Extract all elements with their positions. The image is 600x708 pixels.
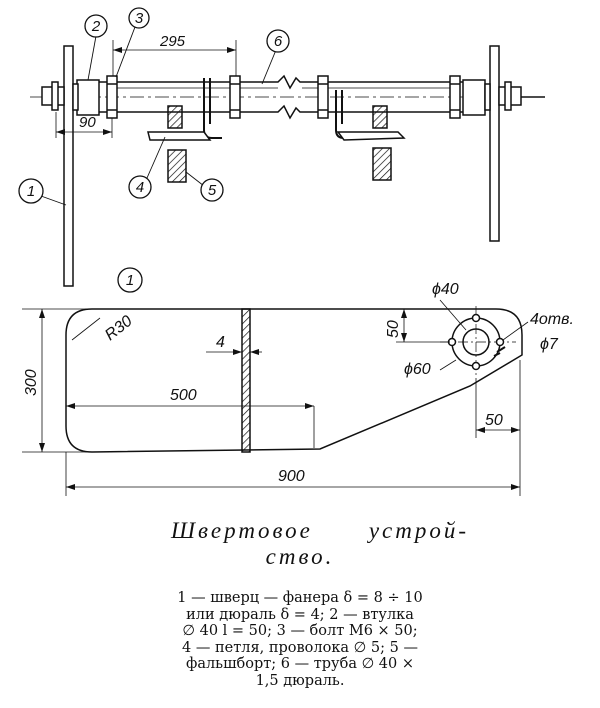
dim-900: 900 [278,468,305,485]
dim-50-horizontal: 50 [485,412,503,429]
legend-line: или дюраль δ = 4; 2 — втулка [186,606,414,623]
callout-1-top: 1 [27,183,35,200]
caption-legend: 1 — шверц — фанера δ = 8 ÷ 10 или дюраль… [0,590,600,689]
dim-r30: R30 [102,313,136,345]
gunwale-part-5 [167,105,183,129]
callout-4: 4 [136,179,144,196]
legend-line: 1 — шверц — фанера δ = 8 ÷ 10 [177,590,423,606]
top-assembly-view [30,26,548,287]
callouts [18,7,290,293]
callout-5: 5 [208,182,217,199]
dim-phi7: ϕ7 [540,336,559,353]
wire-loop-part-4 [147,78,222,141]
legend-line: 4 — петля, проволока ∅ 5; 5 — [182,639,418,656]
legend-line: фальшборт; 6 — труба ∅ 40 × [185,656,415,672]
leeboard-plate-view [22,299,529,496]
dim-holes: 4отв. [530,311,574,328]
callout-6: 6 [274,33,283,50]
caption-title-line2: ство. [265,544,335,569]
dim-phi40: ϕ40 [432,281,459,298]
caption-title-word2: устрой- [368,518,470,543]
leeboard-drawing: 2 3 6 4 5 1 1 295 90 [18,7,574,496]
callout-1-plate: 1 [126,272,134,289]
dim-500: 500 [170,387,197,404]
dim-4: 4 [216,334,225,351]
left-leeboard-edge [63,45,74,287]
legend-line: 1,5 дюраль. [255,672,345,689]
sleeve-part-2 [76,79,100,116]
dim-295: 295 [159,33,186,50]
callout-2: 2 [91,18,101,35]
dim-90: 90 [79,114,96,131]
plate-slot [241,308,251,453]
caption-title-word1: Швертовое [170,518,313,543]
dim-50-vertical: 50 [385,320,402,338]
dim-phi60: ϕ60 [404,361,431,378]
legend-line: ∅ 40 l = 50; 3 — болт М6 × 50; [182,623,418,639]
dim-300: 300 [23,369,40,396]
plate-outline [65,308,523,453]
bolt-part-3 [106,75,118,119]
callout-3: 3 [135,10,144,27]
figure-caption: Швертовое устрой- ство. 1 — шверц — фанер… [0,518,600,689]
caption-title: Швертовое устрой- ство. [0,518,600,570]
